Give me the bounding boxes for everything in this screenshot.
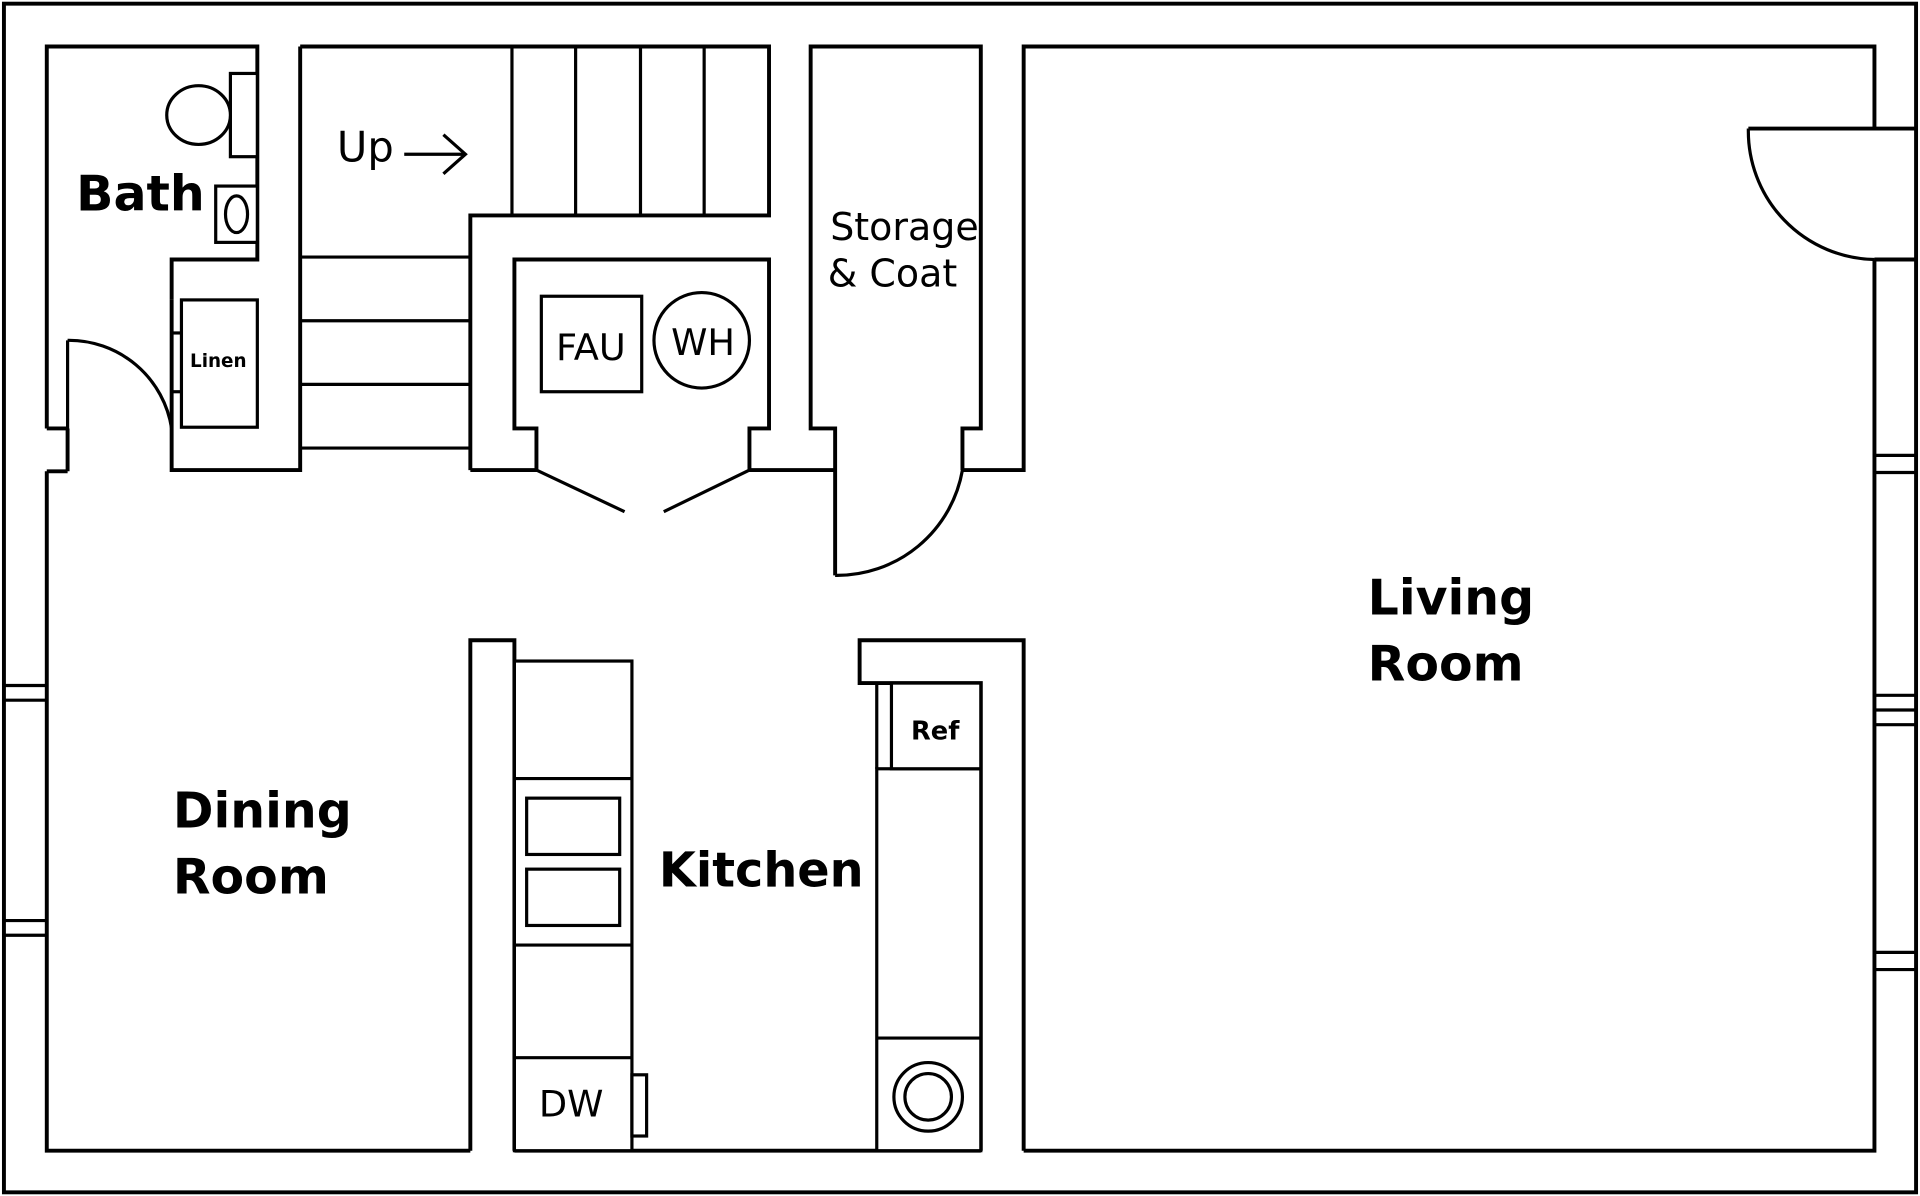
stairs-up-label: Up [337, 123, 394, 172]
furnace-unit [539, 294, 644, 394]
bath-label: Bath [76, 166, 205, 223]
linen-label: Linen [190, 351, 247, 372]
bathroom: Bath Linen [44, 44, 303, 474]
kitchen-sink-basin-1 [525, 796, 622, 857]
range-burner-inner [903, 1071, 954, 1122]
wh-label: WH [671, 321, 735, 364]
toilet-tank [228, 71, 259, 159]
storage-closet: Storage & Coat [808, 44, 983, 577]
toilet-bowl [165, 84, 232, 147]
windows [3, 453, 1917, 972]
stairs: Up [300, 44, 771, 471]
storage-label-line1: Storage [830, 205, 978, 249]
refrigerator-label: Ref [911, 716, 960, 746]
kitchen: DW Ref Kitchen [468, 638, 1026, 1153]
living-room-label-line2: Room [1368, 636, 1524, 693]
storage-label-line2: & Coat [828, 251, 957, 295]
dishwasher [630, 1073, 649, 1138]
refrigerator [889, 681, 983, 771]
entry-door [1746, 126, 1917, 262]
water-heater [652, 290, 752, 390]
dining-room-label-line1: Dining [173, 783, 352, 840]
linen-closet [179, 298, 259, 429]
kitchen-sink-basin-2 [525, 867, 622, 928]
dishwasher-label: DW [539, 1082, 604, 1125]
dining-room-label-line2: Room [173, 849, 329, 906]
kitchen-label: Kitchen [659, 843, 864, 898]
living-room-label-line1: Living [1368, 570, 1535, 627]
room-labels: Living Room Dining Room [173, 570, 1534, 906]
fau-label: FAU [556, 326, 626, 369]
utility-closet: FAU WH [470, 257, 836, 514]
right-arrow-icon [404, 133, 468, 176]
